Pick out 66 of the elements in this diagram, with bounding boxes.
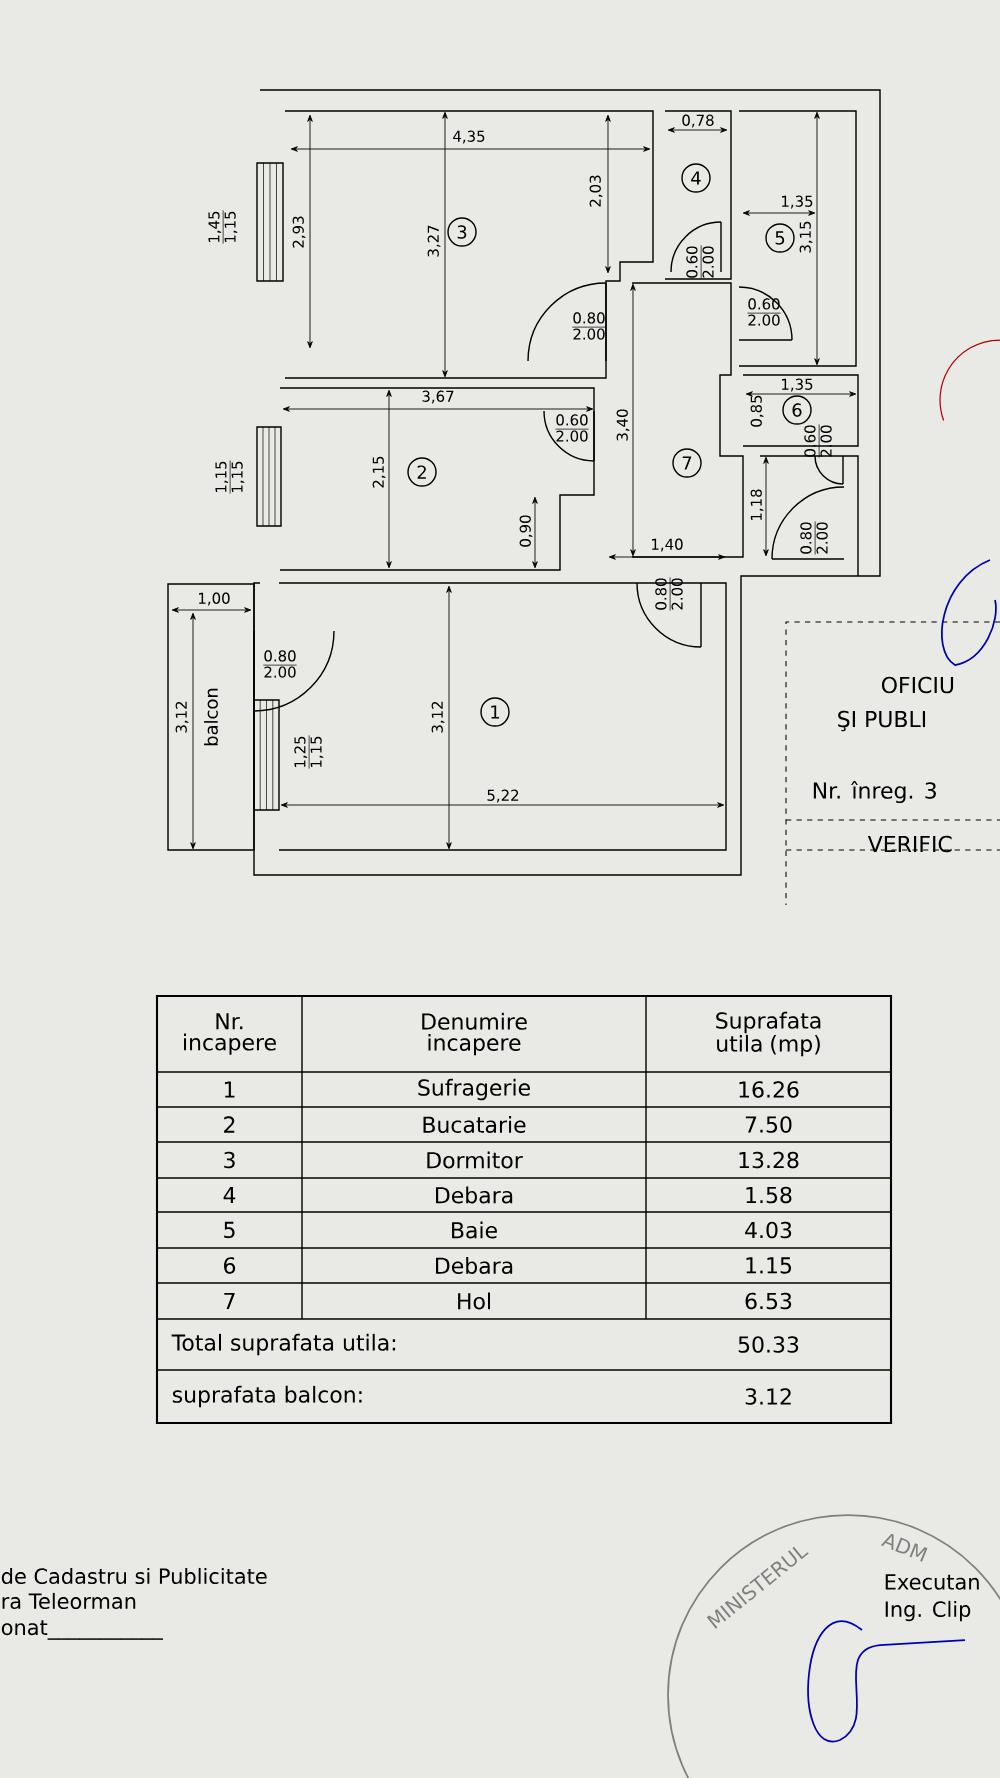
- footer-text: Ing. Clip: [885, 1600, 971, 1622]
- footer-text: ra Teleorman: [2, 1592, 136, 1610]
- dimension-label: 2,03: [589, 175, 603, 207]
- footer-text: Executan: [885, 1574, 979, 1590]
- room-number: 7: [672, 448, 702, 478]
- table-header: Denumire incapere: [422, 1012, 527, 1056]
- table-text: 2: [224, 1116, 235, 1133]
- dimension-label: 5,22: [487, 789, 519, 803]
- dimension-label: 2,15: [372, 456, 386, 488]
- stamp-text: OFICIU: [881, 676, 954, 694]
- table-text: 7: [224, 1293, 235, 1309]
- table-text: 1.15: [746, 1257, 791, 1274]
- table-header: Nr. incapere: [184, 1013, 276, 1055]
- stamp-text: Nr. înreg. 3: [813, 780, 936, 804]
- table-text: 4.03: [745, 1221, 792, 1239]
- table-text: 13.28: [739, 1151, 799, 1169]
- footer-text: de Cadastru si Publicitate: [1, 1567, 267, 1585]
- dimension-label: 1,40: [652, 538, 683, 552]
- dimension-label: 2,93: [292, 216, 306, 248]
- table-text: Baie: [452, 1221, 497, 1239]
- door-size-label: 0.60 2.00: [804, 424, 832, 458]
- room-number: 2: [407, 457, 437, 487]
- footer-text: onat___________: [1, 1620, 163, 1640]
- dimension-label: 1,00: [199, 592, 230, 606]
- stamp-text: VERIFIC: [867, 835, 952, 853]
- dimension-label: 3,12: [175, 701, 189, 733]
- table-text: 3.12: [745, 1388, 791, 1405]
- table-text: 16.26: [739, 1081, 799, 1098]
- table-text: 6.53: [745, 1292, 792, 1310]
- door-size-label: 0.80 2.00: [572, 312, 606, 340]
- window-size-label: 1,45 1,15: [208, 210, 238, 244]
- door-size-label: 0.60 2.00: [555, 414, 589, 442]
- window-size-label: 1,25 1,15: [294, 735, 324, 769]
- table-text: 5: [224, 1221, 235, 1239]
- table-text: suprafata balcon:: [172, 1385, 362, 1408]
- table-text: 50.33: [738, 1336, 799, 1353]
- table-text: 4: [223, 1187, 236, 1203]
- stamp-text: ADM: [880, 1533, 928, 1562]
- stamp-text: ŞI PUBLI: [838, 710, 926, 732]
- table-text: Bucatarie: [423, 1116, 526, 1133]
- door-size-label: 0.80 2.00: [800, 521, 828, 555]
- table-text: 6: [224, 1257, 236, 1274]
- table-text: Debara: [436, 1257, 513, 1274]
- door-size-label: 0.80 2.00: [655, 577, 683, 611]
- table-text: Debara: [436, 1186, 513, 1204]
- table-text: Total suprafata utila:: [171, 1333, 396, 1356]
- room-number: 5: [765, 223, 795, 253]
- table-header: Suprafata utila (mp): [716, 1011, 821, 1057]
- table-text: 7.50: [745, 1116, 792, 1133]
- room-number: 4: [681, 163, 711, 193]
- table-text: Hol: [458, 1292, 490, 1310]
- dimension-label: 0,90: [519, 515, 533, 547]
- room-number: 3: [447, 217, 477, 247]
- dimension-label: 0,85: [750, 395, 764, 427]
- table-text: 1.58: [746, 1186, 792, 1204]
- dimension-label: 4,35: [453, 130, 485, 144]
- window-size-label: 1,15 1,15: [215, 460, 245, 494]
- door-size-label: 0.80 2.00: [263, 650, 297, 678]
- dimension-label: 1,18: [750, 489, 764, 520]
- room-number: 1: [480, 697, 510, 727]
- table-text: Dormitor: [427, 1151, 523, 1169]
- table-text: 1: [224, 1081, 235, 1098]
- door-size-label: 0.60 2.00: [686, 245, 714, 279]
- table-text: Sufragerie: [418, 1078, 530, 1101]
- table-text: 3: [224, 1151, 235, 1169]
- room-number: 6: [782, 395, 812, 425]
